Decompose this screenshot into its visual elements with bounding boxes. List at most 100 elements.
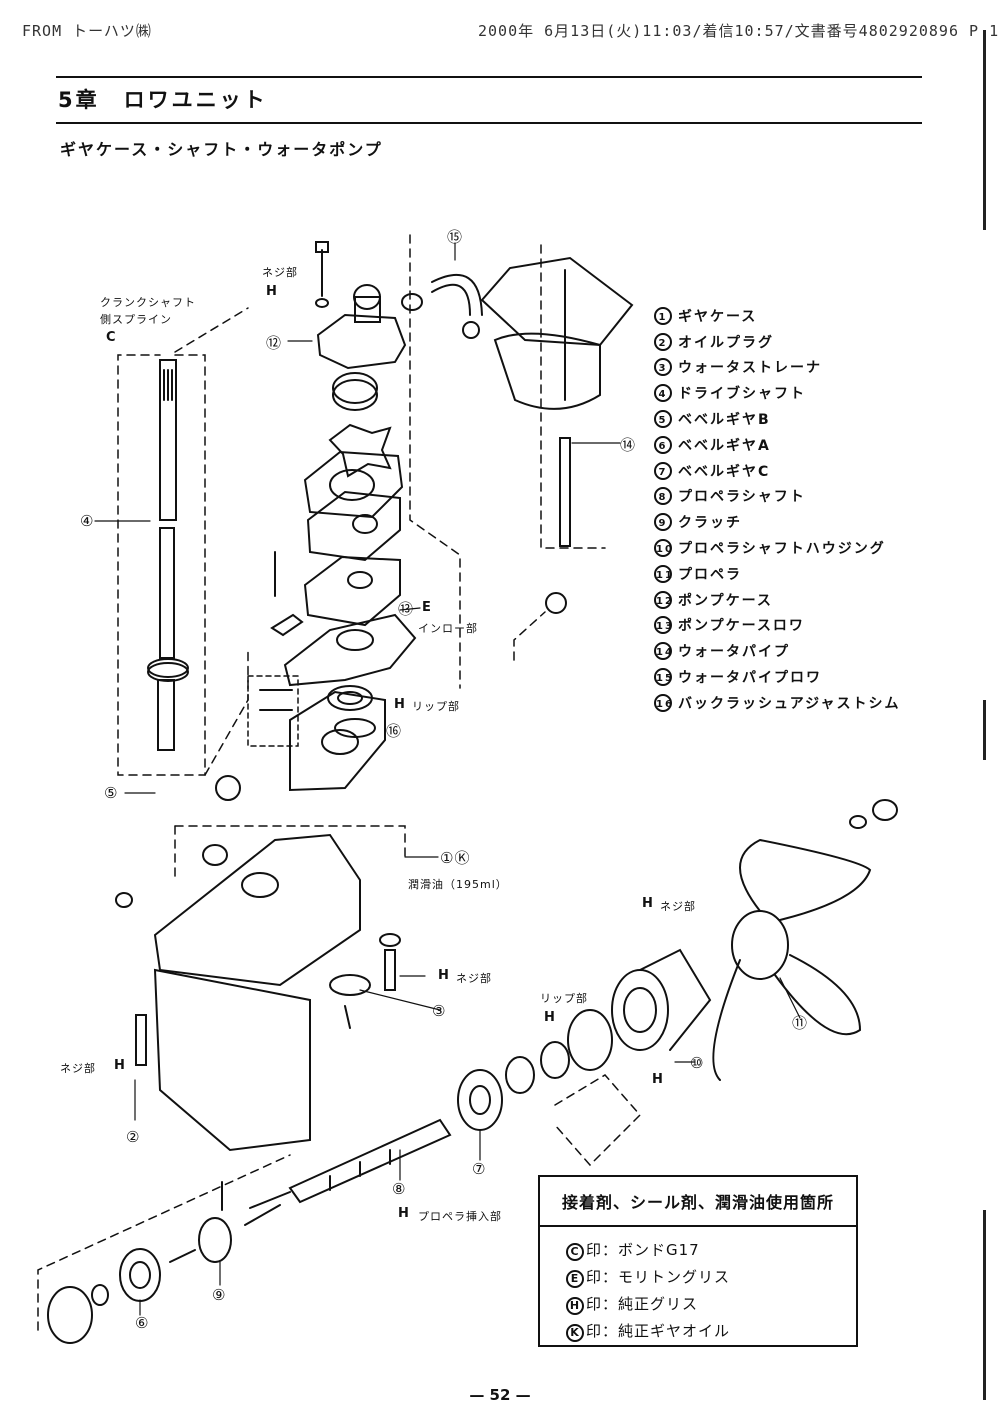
legend-name: ウォータパイプ xyxy=(678,644,790,661)
legend-name: ポンプケース xyxy=(678,592,773,609)
legend-num: 11 xyxy=(654,564,672,583)
scan-edge-mark xyxy=(983,700,986,760)
mark-h-right: H xyxy=(438,968,450,983)
usage-text: 印：ボンドG17 xyxy=(586,1241,700,1259)
lip-label-low: リップ部 xyxy=(540,992,588,1005)
callout-4: ④ xyxy=(80,512,95,530)
legend-num: 15 xyxy=(654,668,672,687)
legend-item: 14 ウォータパイプ xyxy=(654,638,900,664)
usage-box-title: 接着剤、シール剤、潤滑油使用箇所 xyxy=(540,1177,856,1227)
legend-num: 8 xyxy=(654,487,672,506)
callout-15: ⑮ xyxy=(447,228,464,246)
legend-num: 4 xyxy=(654,384,672,403)
mark-h-lip-low: H xyxy=(544,1010,556,1025)
legend-item: 3 ウォータストレーナ xyxy=(654,355,900,381)
legend-num: 3 xyxy=(654,358,672,377)
legend-name: プロペラシャフト xyxy=(678,489,806,506)
legend-name: ベベルギヤA xyxy=(678,437,771,454)
mark-h-lip-mid: H xyxy=(394,697,406,712)
mark-c-crank: C xyxy=(106,330,117,345)
legend-name: ウォータストレーナ xyxy=(678,360,822,377)
impeller-drawing xyxy=(328,372,392,478)
legend-item: 15 ウォータパイプロワ xyxy=(654,664,900,690)
legend-num: 12 xyxy=(654,590,672,609)
legend-name: プロペラ xyxy=(678,566,742,583)
usage-mark: C xyxy=(566,1243,584,1261)
mark-h-prop: H xyxy=(642,896,654,911)
mark-h-left: H xyxy=(114,1058,126,1073)
prop-shaft-housing-drawing xyxy=(611,948,712,1051)
legend-item: 4 ドライブシャフト xyxy=(654,380,900,406)
legend-item: 8 プロペラシャフト xyxy=(654,484,900,510)
legend-name: バックラッシュアジャストシム xyxy=(678,695,901,712)
legend-num: 2 xyxy=(654,332,672,351)
legend-num: 7 xyxy=(654,461,672,480)
crank-spline-label-2: 側スプライン xyxy=(100,313,172,326)
legend-name: ウォータパイプロワ xyxy=(678,670,822,687)
legend-num: 14 xyxy=(654,642,672,661)
mark-h-housing: H xyxy=(652,1072,664,1087)
legend-item: 6 ベベルギヤA xyxy=(654,432,900,458)
callout-2: ② xyxy=(126,1128,141,1146)
legend-name: ベベルギヤC xyxy=(678,463,771,480)
title-rule xyxy=(56,122,922,124)
usage-text: 印：純正グリス xyxy=(586,1295,699,1313)
mark-e-inro: E xyxy=(422,600,432,615)
legend-item: 10 プロペラシャフトハウジング xyxy=(654,535,900,561)
pump-case-drawing xyxy=(315,241,407,370)
lube-oil-label: 潤滑油（195ml） xyxy=(408,878,508,891)
callout-7: ⑦ xyxy=(472,1160,487,1178)
scan-edge-mark xyxy=(983,1210,986,1400)
legend-item: 1 ギヤケース xyxy=(654,303,900,329)
legend-num: 13 xyxy=(654,616,672,635)
top-rule xyxy=(56,76,922,78)
legend-item: 11 プロペラ xyxy=(654,561,900,587)
crank-spline-label-1: クランクシャフト xyxy=(100,296,196,309)
legend-name: ベベルギヤB xyxy=(678,412,771,429)
legend-name: ポンプケースロワ xyxy=(678,618,805,635)
fax-header-left: FROM トーハツ㈱ xyxy=(22,22,152,40)
legend-num: 1 xyxy=(654,306,672,325)
callout-10: ⑩ xyxy=(690,1054,705,1072)
legend-num: 10 xyxy=(654,539,672,558)
mark-h-top: H xyxy=(266,284,278,299)
pump-case-lower-drawing xyxy=(270,613,417,687)
callout-13: ⑬ xyxy=(398,600,415,618)
propeller-drawing xyxy=(712,799,898,1081)
usage-mark: H xyxy=(566,1297,584,1315)
usage-text: 印：モリトングリス xyxy=(586,1268,731,1286)
lip-label-mid: リップ部 xyxy=(412,700,460,713)
fax-header-right: 2000年 6月13日(火)11:03/着信10:57/文書番号48029208… xyxy=(478,22,1000,40)
legend-name: プロペラシャフトハウジング xyxy=(678,541,886,558)
page-number: — 52 — xyxy=(469,1386,531,1404)
legend-item: 7 ベベルギヤC xyxy=(654,458,900,484)
usage-mark: E xyxy=(566,1270,584,1288)
legend-name: ドライブシャフト xyxy=(678,386,806,403)
legend-name: クラッチ xyxy=(678,515,742,532)
callout-1k: ①Ⓚ xyxy=(440,849,471,867)
neji-label-top: ネジ部 xyxy=(262,266,298,279)
neji-label-right: ネジ部 xyxy=(456,972,492,985)
callout-9: ⑨ xyxy=(212,1286,227,1304)
legend-name: ギヤケース xyxy=(678,308,758,325)
callout-12: ⑫ xyxy=(266,334,283,352)
callout-5: ⑤ xyxy=(104,784,119,802)
callout-3: ③ xyxy=(432,1002,447,1020)
inro-label: インロー部 xyxy=(418,622,478,635)
gear-case-drawing xyxy=(153,775,361,1152)
scan-edge-mark xyxy=(983,30,986,230)
callout-6: ⑥ xyxy=(135,1314,150,1332)
legend-num: 6 xyxy=(654,435,672,454)
callout-14: ⑭ xyxy=(620,436,637,454)
page-title: 5章 ロワユニット xyxy=(58,88,268,112)
